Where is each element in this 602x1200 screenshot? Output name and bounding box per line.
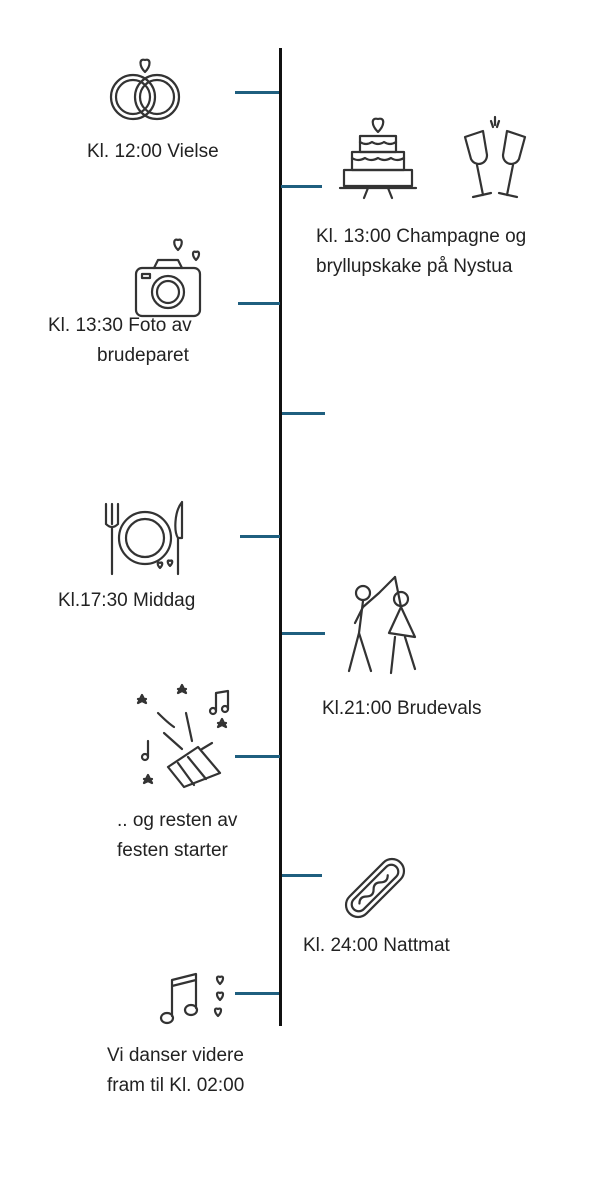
timeline-axis	[279, 48, 282, 1026]
timeline-tick	[282, 412, 325, 415]
event-text: Kl. 13:30 Foto av	[48, 315, 192, 336]
timeline-tick	[282, 632, 325, 635]
event-text: .. og resten av	[117, 810, 238, 831]
event-label: Kl. 13:30 Foto av brudeparet	[48, 311, 192, 371]
event-label: Kl. 24:00 Nattmat	[303, 931, 450, 961]
event-text: Vi danser videre	[107, 1045, 244, 1066]
party-popper-icon	[136, 683, 230, 789]
event-text: festen starter	[117, 840, 228, 861]
cake-icon	[338, 117, 418, 200]
wedding-rings-icon	[109, 58, 181, 121]
champagne-glasses-icon	[463, 115, 527, 199]
timeline-tick	[240, 535, 280, 538]
timeline-tick	[235, 992, 279, 995]
event-text: Kl. 12:00 Vielse	[87, 141, 219, 162]
event-label: .. og resten av festen starter	[117, 806, 237, 866]
event-label: Vi danser videre fram til Kl. 02:00	[107, 1041, 244, 1101]
timeline-tick	[235, 755, 280, 758]
timeline-tick	[281, 185, 322, 188]
event-text: brudeparet	[97, 345, 189, 366]
event-label: Kl. 12:00 Vielse	[87, 137, 219, 167]
event-text: Kl. 24:00 Nattmat	[303, 935, 450, 956]
event-label: Kl. 13:00 Champagne og bryllupskake på N…	[316, 222, 526, 282]
event-text: Kl.21:00 Brudevals	[322, 698, 482, 719]
music-notes-icon	[159, 972, 225, 1025]
timeline-tick	[238, 302, 280, 305]
event-text: bryllupskake på Nystua	[316, 256, 513, 277]
timeline-tick	[235, 91, 279, 94]
event-label: Kl.21:00 Brudevals	[322, 694, 482, 724]
event-label: Kl.17:30 Middag	[58, 586, 195, 616]
event-text: Kl. 13:00 Champagne og	[316, 226, 527, 247]
event-text: fram til Kl. 02:00	[107, 1075, 245, 1096]
event-text: Kl.17:30 Middag	[58, 590, 196, 611]
hotdog-icon	[344, 857, 406, 919]
plate-cutlery-icon	[104, 500, 184, 576]
dancing-couple-icon	[347, 575, 417, 675]
camera-icon	[134, 238, 202, 318]
timeline-tick	[282, 874, 322, 877]
